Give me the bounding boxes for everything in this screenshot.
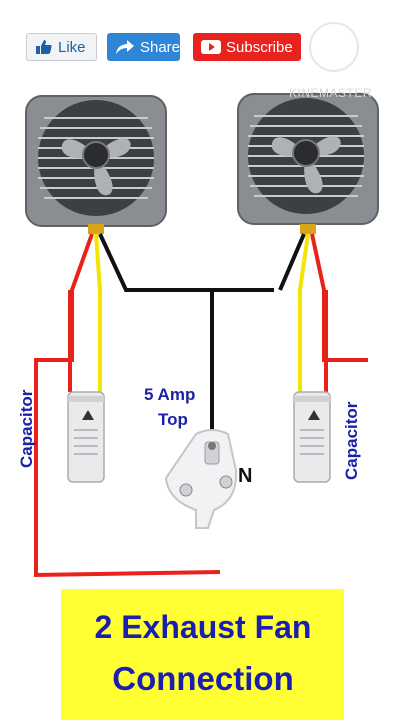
like-label: Like xyxy=(58,38,86,56)
neutral-label: N xyxy=(238,465,253,487)
like-button[interactable]: Like xyxy=(26,33,97,61)
capacitor-right-label: Capacitor xyxy=(342,401,361,480)
capacitor-icon xyxy=(293,391,331,483)
capacitor-left-label: Capacitor xyxy=(17,389,36,468)
exhaust-fan-icon xyxy=(25,95,167,234)
watermark-text: KINEMASTER xyxy=(289,86,373,100)
banner-title-line1: 2 Exhaust Fan xyxy=(94,609,312,645)
kinemaster-logo-icon xyxy=(309,22,359,72)
plug-rating-label: 5 Amp xyxy=(144,385,196,404)
share-label: Share xyxy=(139,38,180,56)
subscribe-label: Subscribe xyxy=(226,38,293,56)
banner-title-line2: Connection xyxy=(112,660,294,697)
subscribe-button[interactable]: Subscribe xyxy=(193,33,301,61)
exhaust-fan-icon xyxy=(237,93,379,234)
share-button[interactable]: Share xyxy=(107,33,180,61)
title-banner xyxy=(61,589,344,720)
share-arrow-icon xyxy=(115,40,134,54)
thumbs-up-icon xyxy=(36,40,52,54)
plug-icon xyxy=(164,429,238,529)
plug-type-label: Top xyxy=(158,410,188,429)
capacitor-icon xyxy=(67,391,105,483)
play-icon xyxy=(201,40,221,54)
